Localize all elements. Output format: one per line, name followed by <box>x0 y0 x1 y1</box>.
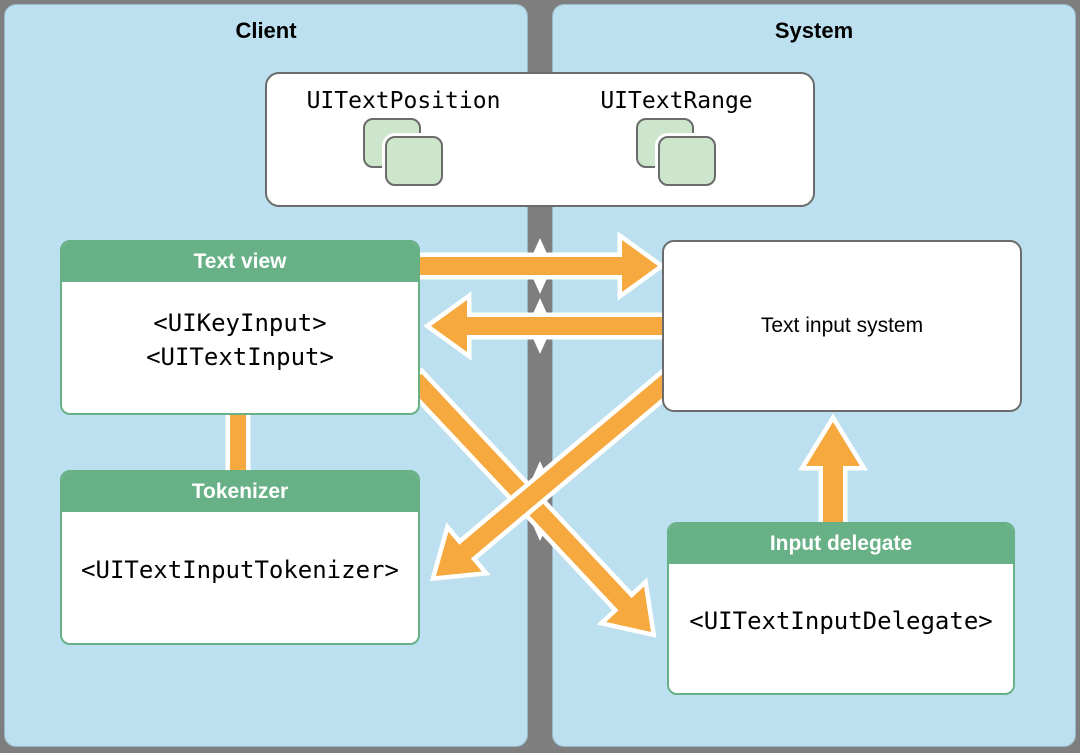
input-delegate-protocols: <UITextInputDelegate> <box>669 564 1013 693</box>
stacked-class-icon <box>362 118 445 188</box>
text-input-system-label: Text input system <box>760 314 924 337</box>
connector-text-view-to-tokenizer <box>225 408 251 477</box>
arrow-input-delegate-to-text-input-system <box>797 413 869 535</box>
uitextposition-label: UITextPosition <box>306 88 501 114</box>
class-square-front-icon <box>384 136 443 186</box>
client-panel-title: Client <box>235 18 297 43</box>
uitextrange-item: UITextRange <box>540 74 813 205</box>
tokenizer-protocols: <UITextInputTokenizer> <box>62 512 418 643</box>
protocol-uikeyinput: <UIKeyInput> <box>153 308 327 337</box>
input-delegate-box: Input delegate <UITextInputDelegate> <box>667 522 1015 695</box>
uitextrange-label: UITextRange <box>600 88 753 114</box>
stacked-class-icon <box>635 118 718 188</box>
input-delegate-header: Input delegate <box>669 524 1013 564</box>
arrow-text-input-system-to-tokenizer <box>429 364 685 582</box>
system-panel-title: System <box>774 18 854 43</box>
text-view-header: Text view <box>62 242 418 282</box>
uitextposition-item: UITextPosition <box>267 74 540 205</box>
protocol-uitextinput: <UITextInput> <box>146 342 334 371</box>
arrow-text-view-to-text-input-system <box>410 231 666 301</box>
arrow-text-input-system-to-text-view <box>423 291 677 361</box>
class-square-front-icon <box>657 136 716 186</box>
protocol-uitextinputtokenizer: <UITextInputTokenizer> <box>81 555 399 584</box>
text-view-box: Text view <UIKeyInput> <UITextInput> <box>60 240 420 415</box>
text-view-protocols: <UIKeyInput> <UITextInput> <box>62 282 418 413</box>
protocol-uitextinputdelegate: <UITextInputDelegate> <box>689 606 993 635</box>
text-geometry-types-box: UITextPosition UITextRange <box>265 72 815 207</box>
text-input-system-box: Text input system <box>662 240 1022 412</box>
tokenizer-box: Tokenizer <UITextInputTokenizer> <box>60 470 420 645</box>
tokenizer-header: Tokenizer <box>62 472 418 512</box>
